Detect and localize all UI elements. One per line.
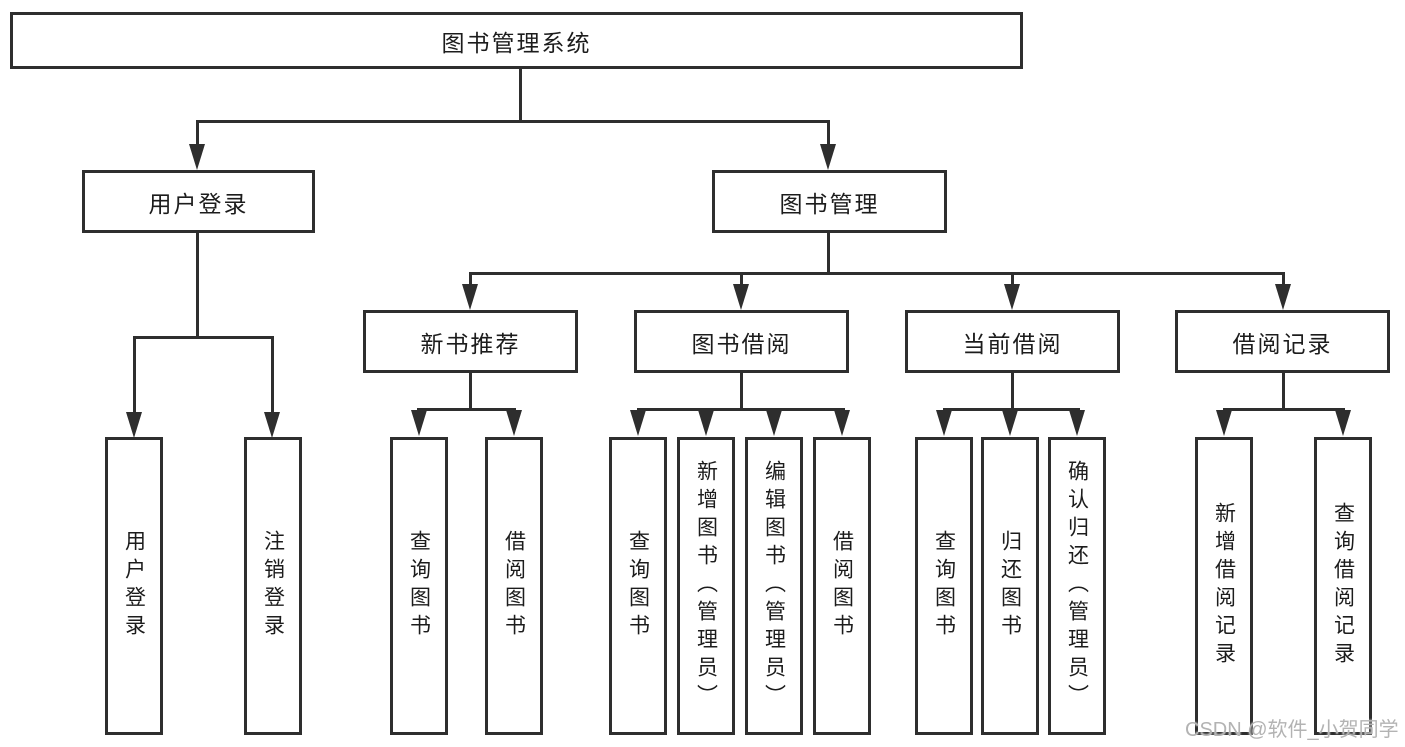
arrowhead-borrow-books-1 (506, 410, 522, 436)
leaf-query-books-recommend: 查询图书 (390, 437, 448, 735)
leaf-label: 新增借阅记录 (1212, 502, 1236, 670)
leaf-user-login: 用户登录 (105, 437, 163, 735)
connector-to-book-manage (827, 120, 830, 146)
leaf-borrow-books: 借阅图书 (813, 437, 871, 735)
connector-root-stub (519, 69, 522, 122)
leaf-label: 注销登录 (261, 530, 285, 642)
connector-to-records (1282, 272, 1285, 286)
leaf-label: 新增图书（管理员） (694, 460, 718, 712)
leaf-add-borrow-record: 新增借阅记录 (1195, 437, 1253, 735)
connector-recommend-split (417, 408, 516, 411)
connector-level3-split (469, 272, 1284, 275)
arrowhead-borrow (733, 284, 749, 310)
node-borrow-records: 借阅记录 (1175, 310, 1390, 373)
leaf-label: 编辑图书（管理员） (762, 460, 786, 712)
connector-current-split (943, 408, 1080, 411)
node-label: 借阅记录 (1232, 330, 1333, 357)
connector-to-recommend (469, 272, 472, 286)
arrowhead-book-manage (820, 144, 836, 170)
leaf-label: 归还图书 (998, 530, 1022, 642)
arrowhead-add-books (698, 410, 714, 436)
node-book-manage: 图书管理 (712, 170, 947, 233)
leaf-label: 借阅图书 (830, 530, 854, 642)
leaf-query-borrow-record: 查询借阅记录 (1314, 437, 1372, 735)
node-library-system: 图书管理系统 (10, 12, 1023, 69)
connector-level2-split (196, 120, 830, 123)
leaf-return-books: 归还图书 (981, 437, 1039, 735)
connector-to-current (1011, 272, 1014, 286)
connector-current-stub (1011, 373, 1014, 410)
node-label: 图书管理 (779, 190, 880, 217)
arrowhead-user-login (189, 144, 205, 170)
arrowhead-records (1275, 284, 1291, 310)
leaf-label: 确认归还（管理员） (1065, 460, 1089, 712)
arrowhead-return-books (1002, 410, 1018, 436)
node-label: 用户登录 (148, 190, 249, 217)
leaf-borrow-books-recommend: 借阅图书 (485, 437, 543, 735)
node-label: 图书借阅 (691, 330, 792, 357)
leaf-query-books-borrow: 查询图书 (609, 437, 667, 735)
node-label: 图书管理系统 (441, 29, 592, 56)
leaf-query-books-current: 查询图书 (915, 437, 973, 735)
connector-to-borrow (740, 272, 743, 286)
leaf-label: 用户登录 (122, 530, 146, 642)
connector-login-stub (196, 233, 199, 338)
leaf-label: 查询图书 (932, 530, 956, 642)
leaf-label: 查询图书 (626, 530, 650, 642)
node-label: 新书推荐 (420, 330, 521, 357)
connector-borrow-split (637, 408, 845, 411)
connector-to-leaf-user-login (133, 336, 136, 414)
arrowhead-query-books-3 (936, 410, 952, 436)
arrowhead-leaf-logout (264, 412, 280, 438)
connector-to-leaf-logout (271, 336, 274, 414)
leaf-confirm-return-admin: 确认归还（管理员） (1048, 437, 1106, 735)
leaf-label: 查询借阅记录 (1331, 502, 1355, 670)
connector-recommend-stub (469, 373, 472, 410)
node-new-book-recommend: 新书推荐 (363, 310, 578, 373)
arrowhead-borrow-books-2 (834, 410, 850, 436)
node-current-borrow: 当前借阅 (905, 310, 1120, 373)
connector-to-user-login (196, 120, 199, 146)
leaf-edit-books-admin: 编辑图书（管理员） (745, 437, 803, 735)
connector-records-stub (1282, 373, 1285, 410)
connector-login-split (133, 336, 274, 339)
leaf-add-books-admin: 新增图书（管理员） (677, 437, 735, 735)
arrowhead-recommend (462, 284, 478, 310)
arrowhead-query-books-1 (411, 410, 427, 436)
connector-records-split (1223, 408, 1345, 411)
csdn-watermark: CSDN @软件_小贺同学 (1185, 719, 1399, 741)
arrowhead-current (1004, 284, 1020, 310)
connector-borrow-stub (740, 373, 743, 410)
node-label: 当前借阅 (962, 330, 1063, 357)
leaf-label: 查询图书 (407, 530, 431, 642)
leaf-label: 借阅图书 (502, 530, 526, 642)
connector-manage-stub (827, 233, 830, 274)
arrowhead-add-record (1216, 410, 1232, 436)
node-user-login: 用户登录 (82, 170, 315, 233)
arrowhead-leaf-user-login (126, 412, 142, 438)
node-book-borrow: 图书借阅 (634, 310, 849, 373)
leaf-logout: 注销登录 (244, 437, 302, 735)
arrowhead-query-record (1335, 410, 1351, 436)
arrowhead-query-books-2 (630, 410, 646, 436)
arrowhead-edit-books (766, 410, 782, 436)
arrowhead-confirm-return (1069, 410, 1085, 436)
